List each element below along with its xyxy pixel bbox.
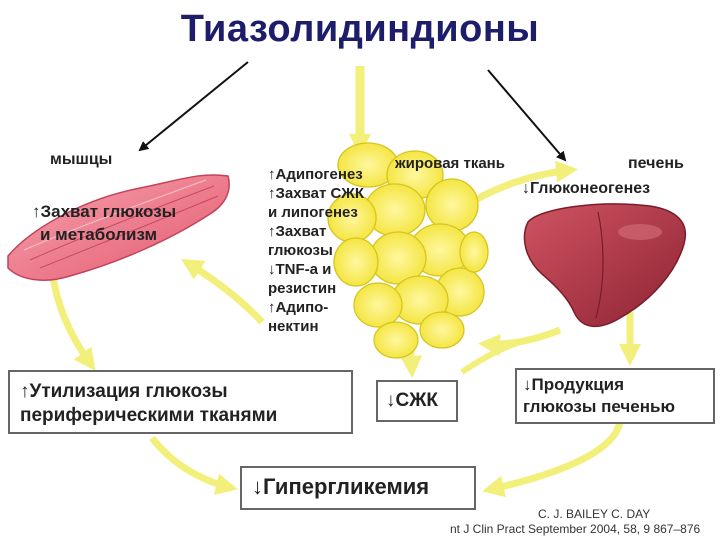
- liver-effect: ↓Глюконеогенез: [522, 180, 651, 197]
- fat-effect-item: ↑Захват: [268, 223, 327, 240]
- fat-effects-list: ↑Адипогенез ↑Захват СЖК и липогенез ↑Зах…: [268, 165, 388, 336]
- muscle-effect-line1: ↑Захват глюкозы: [32, 202, 177, 221]
- ffa-text: ↓СЖК: [386, 390, 438, 411]
- arrow-liver-to-final: [482, 421, 624, 498]
- liver-label: печень: [628, 155, 684, 172]
- hyperglycemia-box: ↓Гипергликемия: [240, 466, 476, 510]
- fat-effect-item: нектин: [268, 318, 319, 335]
- fat-effect-item: ↓TNF-a и: [268, 261, 332, 278]
- ffa-box: ↓СЖК: [376, 380, 458, 422]
- citation-journal: nt J Clin Pract September 2004, 58, 9 86…: [450, 522, 701, 536]
- peripheral-utilization-line1: ↑Утилизация глюкозы: [20, 381, 228, 402]
- fat-effect-item: ↑Захват СЖК: [268, 185, 365, 202]
- hyperglycemia-text: ↓Гипергликемия: [252, 474, 430, 499]
- fat-effect-item: резистин: [268, 280, 337, 297]
- muscle-effect-line2: и метаболизм: [40, 225, 158, 244]
- muscle-illustration: [7, 174, 230, 281]
- arrow-fat-to-muscle: [180, 258, 265, 325]
- page-title: Тиазолидиндионы: [180, 8, 540, 50]
- liver-glucose-box: ↓Продукция глюкозы печенью: [515, 368, 715, 424]
- fat-effect-item: и липогенез: [268, 204, 358, 221]
- arrow-outcome-to-final: [149, 435, 238, 495]
- muscle-label: мышцы: [50, 151, 113, 168]
- liver-glucose-line2: глюкозы печенью: [523, 397, 675, 416]
- fat-effect-item: глюкозы: [268, 242, 333, 259]
- arrow-ffa-to-liver: [460, 339, 521, 375]
- fat-effect-item: ↑Адипо-: [268, 299, 329, 316]
- peripheral-utilization-line2: периферическими тканями: [20, 405, 278, 426]
- arrow-liver-to-fat: [478, 326, 562, 356]
- arrow-muscle-to-outcome: [48, 269, 96, 371]
- arrow-to-muscle: [138, 61, 249, 152]
- peripheral-utilization-box: ↑Утилизация глюкозы периферическими ткан…: [8, 370, 353, 434]
- liver-glucose-line1: ↓Продукция: [523, 375, 625, 394]
- liver-illustration: [523, 203, 687, 327]
- arrow-to-liver: [487, 69, 567, 162]
- fat-tissue-label: жировая ткань: [395, 155, 505, 172]
- fat-tissue-illustration: [327, 142, 489, 359]
- citation-authors: C. J. BAILEY C. DAY: [538, 507, 651, 521]
- fat-effect-item: ↑Адипогенез: [268, 166, 363, 183]
